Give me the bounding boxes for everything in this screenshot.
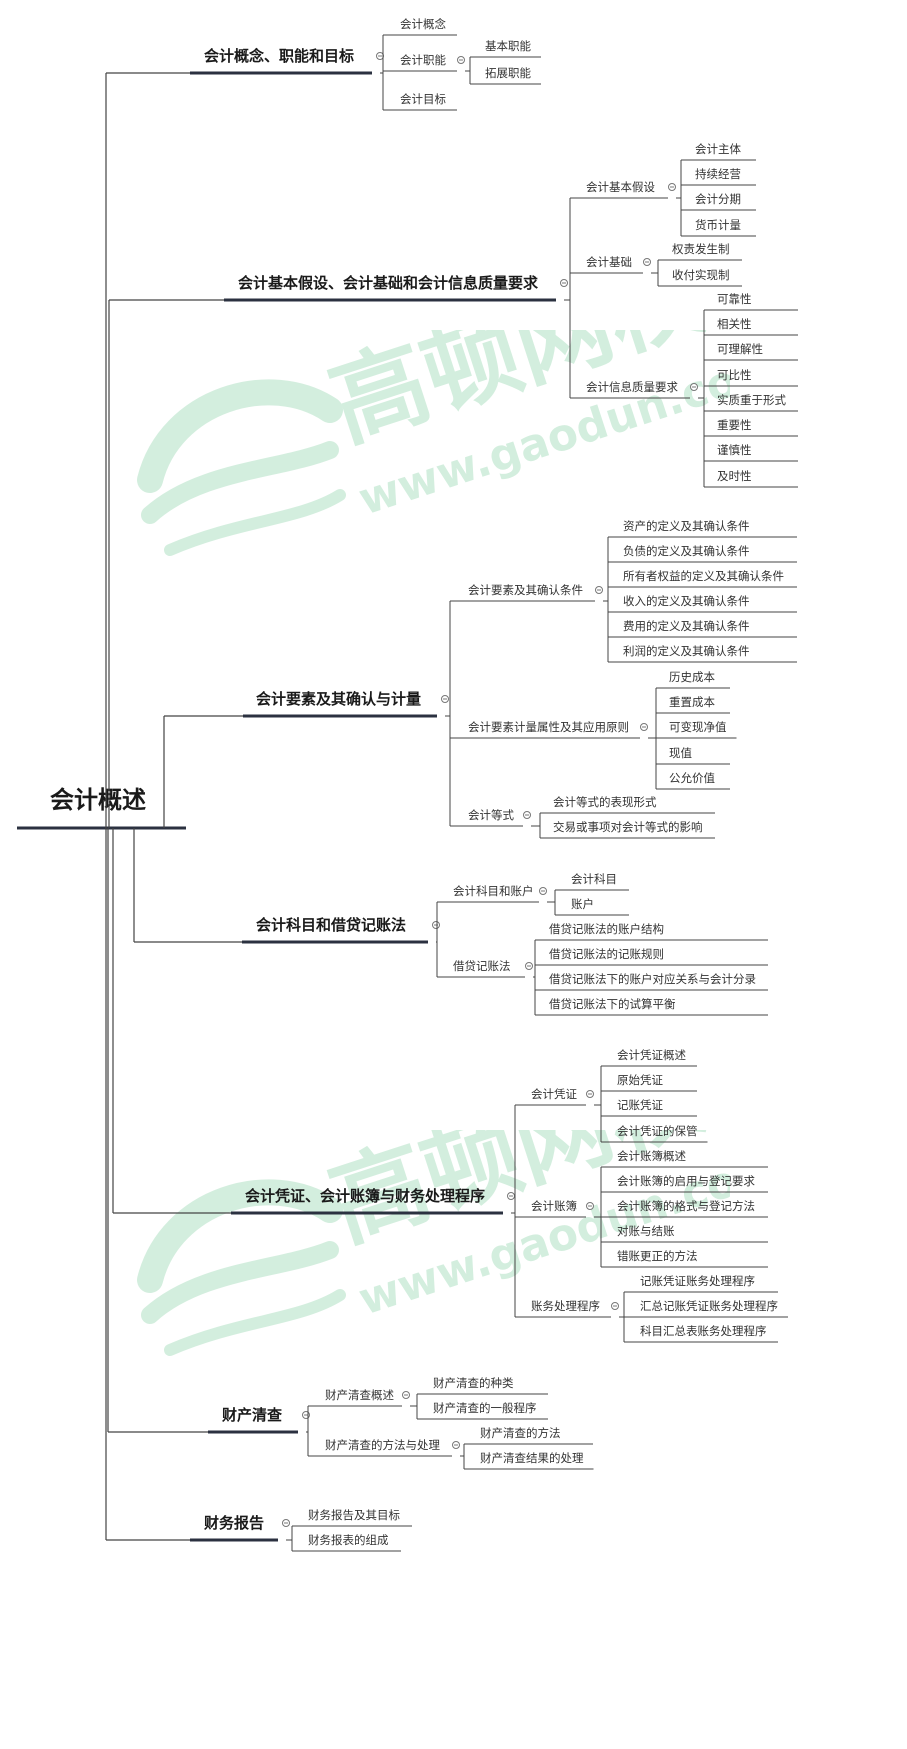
grandchild-node-label: 可靠性: [717, 292, 752, 306]
grandchild-node-label: 错账更正的方法: [617, 1249, 698, 1263]
grandchild-node-label: 借贷记账法下的账户对应关系与会计分录: [549, 972, 756, 986]
grandchild-node-label: 账户: [571, 897, 594, 911]
grandchild-node-label: 记账凭证: [617, 1098, 663, 1112]
child-node-label: 会计等式: [468, 808, 514, 822]
branch-title-5: 会计凭证、会计账簿与财务处理程序: [245, 1187, 485, 1205]
grandchild-node-label: 负债的定义及其确认条件: [623, 544, 750, 558]
child-node-label: 财产清查的方法与处理: [325, 1438, 440, 1452]
grandchild-node-label: 资产的定义及其确认条件: [623, 519, 750, 533]
grandchild-node-label: 现值: [669, 746, 692, 760]
grandchild-node-label: 重要性: [717, 418, 752, 432]
grandchild-node-label: 会计凭证的保管: [617, 1124, 698, 1138]
grandchild-node-label: 借贷记账法的记账规则: [549, 947, 664, 961]
grandchild-node-label: 收付实现制: [672, 268, 730, 282]
grandchild-node-label: 费用的定义及其确认条件: [623, 619, 750, 633]
grandchild-node-label: 会计账簿概述: [617, 1149, 686, 1163]
child-node-label: 会计凭证: [531, 1087, 577, 1101]
grandchild-node-label: 会计分期: [695, 192, 741, 206]
child-node-label: 会计概念: [400, 17, 446, 31]
grandchild-node-label: 谨慎性: [717, 443, 752, 457]
grandchild-node-label: 实质重于形式: [717, 393, 786, 407]
child-node-label: 会计目标: [400, 92, 446, 106]
branch-title-6: 财产清查: [222, 1406, 283, 1424]
grandchild-node-label: 利润的定义及其确认条件: [623, 644, 750, 658]
grandchild-node-label: 会计账簿的格式与登记方法: [617, 1199, 755, 1213]
child-node-label: 财务报表的组成: [308, 1533, 389, 1547]
grandchild-node-label: 公允价值: [669, 771, 715, 785]
grandchild-node-label: 基本职能: [485, 39, 531, 53]
branch-title-2: 会计基本假设、会计基础和会计信息质量要求: [238, 274, 539, 292]
child-node-label: 财产清查概述: [325, 1388, 394, 1402]
child-node-label: 账务处理程序: [531, 1299, 600, 1313]
grandchild-node-label: 重置成本: [669, 695, 715, 709]
grandchild-node-label: 持续经营: [695, 167, 741, 181]
grandchild-node-label: 权责发生制: [672, 242, 730, 256]
child-node-label: 会计基础: [586, 255, 632, 269]
grandchild-node-label: 可比性: [717, 368, 752, 382]
grandchild-node-label: 货币计量: [695, 218, 741, 232]
grandchild-node-label: 可变现净值: [669, 720, 727, 734]
branch-title-7: 财务报告: [204, 1514, 264, 1532]
grandchild-node-label: 科目汇总表账务处理程序: [640, 1324, 767, 1338]
grandchild-node-label: 会计凭证概述: [617, 1048, 686, 1062]
child-node-label: 会计科目和账户: [453, 884, 534, 898]
root-node-title: 会计概述: [50, 786, 146, 814]
grandchild-node-label: 对账与结账: [617, 1224, 675, 1238]
grandchild-node-label: 拓展职能: [485, 66, 531, 80]
grandchild-node-label: 及时性: [717, 469, 752, 483]
grandchild-node-label: 原始凭证: [617, 1073, 663, 1087]
grandchild-node-label: 可理解性: [717, 342, 763, 356]
grandchild-node-label: 汇总记账凭证账务处理程序: [640, 1299, 778, 1313]
grandchild-node-label: 财产清查的方法: [480, 1426, 561, 1440]
branch-title-1: 会计概念、职能和目标: [204, 47, 354, 65]
child-node-label: 会计职能: [400, 53, 446, 67]
grandchild-node-label: 会计账簿的启用与登记要求: [617, 1174, 755, 1188]
grandchild-node-label: 会计科目: [571, 872, 617, 886]
grandchild-node-label: 财产清查的种类: [433, 1376, 514, 1390]
child-node-label: 财务报告及其目标: [308, 1508, 400, 1522]
grandchild-node-label: 历史成本: [669, 670, 715, 684]
grandchild-node-label: 会计等式的表现形式: [553, 795, 657, 809]
child-node-label: 会计要素计量属性及其应用原则: [468, 720, 629, 734]
grandchild-node-label: 财产清查的一般程序: [433, 1401, 537, 1415]
grandchild-node-label: 借贷记账法的账户结构: [549, 922, 664, 936]
grandchild-node-label: 会计主体: [695, 142, 741, 156]
grandchild-node-label: 交易或事项对会计等式的影响: [553, 820, 703, 834]
branch-title-4: 会计科目和借贷记账法: [256, 916, 406, 934]
child-node-label: 会计信息质量要求: [586, 380, 678, 394]
branch-title-3: 会计要素及其确认与计量: [256, 690, 421, 708]
grandchild-node-label: 财产清查结果的处理: [480, 1451, 584, 1465]
child-node-label: 会计基本假设: [586, 180, 655, 194]
grandchild-node-label: 记账凭证账务处理程序: [640, 1274, 755, 1288]
grandchild-node-label: 借贷记账法下的试算平衡: [549, 997, 676, 1011]
grandchild-node-label: 收入的定义及其确认条件: [623, 594, 750, 608]
child-node-label: 会计账簿: [531, 1199, 577, 1213]
child-node-label: 会计要素及其确认条件: [468, 583, 583, 597]
grandchild-node-label: 所有者权益的定义及其确认条件: [623, 569, 784, 583]
child-node-label: 借贷记账法: [453, 959, 511, 973]
grandchild-node-label: 相关性: [717, 317, 752, 331]
